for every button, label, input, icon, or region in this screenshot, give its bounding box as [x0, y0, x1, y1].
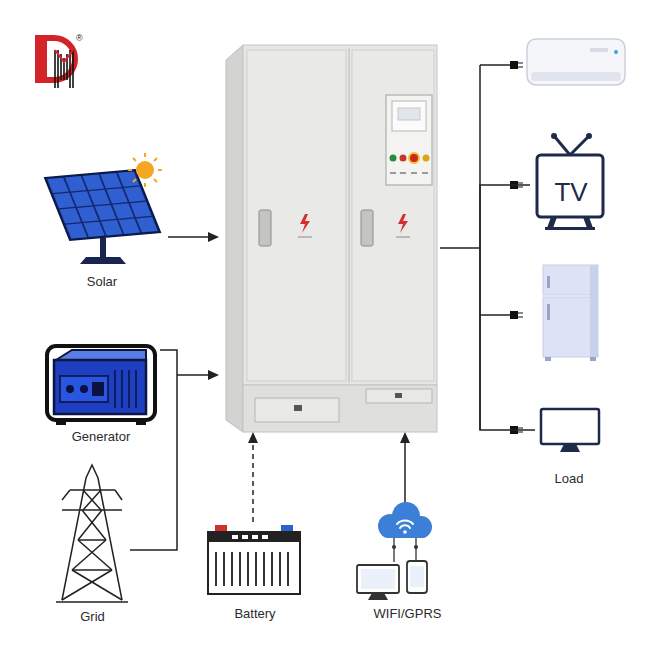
node-label: Generator — [72, 429, 131, 445]
fridge-icon — [543, 265, 598, 361]
inverter-cabinet — [226, 45, 437, 432]
node-label: Battery — [234, 606, 275, 622]
flow-arrow-dashed — [248, 432, 258, 522]
node-label: Load — [555, 471, 584, 487]
solar-source: Solar — [38, 145, 166, 293]
connector-line — [130, 350, 177, 550]
monitoring-link: WIFI/GPRS — [350, 500, 465, 625]
tv-load: TV — [530, 132, 612, 232]
node-label: WIFI/GPRS — [374, 606, 442, 622]
registered-mark: ® — [76, 33, 83, 43]
battery-storage: Battery — [200, 520, 310, 625]
monitor-icon — [541, 409, 599, 452]
generator-icon — [47, 346, 155, 425]
flow-arrow — [400, 432, 410, 503]
flow-arrow — [168, 232, 219, 242]
air-conditioner-icon — [527, 39, 625, 85]
brand-logo — [38, 38, 75, 88]
plug-symbol — [510, 61, 523, 434]
cloud-wifi-icon — [357, 502, 432, 600]
flow-arrow — [177, 370, 219, 380]
tv-icon — [537, 133, 603, 230]
node-label: Grid — [80, 609, 105, 625]
grid-tower-icon — [56, 465, 128, 602]
screen-text: TV — [554, 177, 587, 207]
node-label: Solar — [87, 274, 117, 290]
generator-source: Generator — [42, 340, 160, 448]
grid-source: Grid — [55, 462, 130, 628]
connector-line — [480, 185, 535, 430]
solar-panel-icon — [45, 153, 162, 264]
battery-icon — [208, 525, 300, 594]
load-bus — [440, 65, 512, 430]
load-group: Load — [535, 405, 603, 490]
